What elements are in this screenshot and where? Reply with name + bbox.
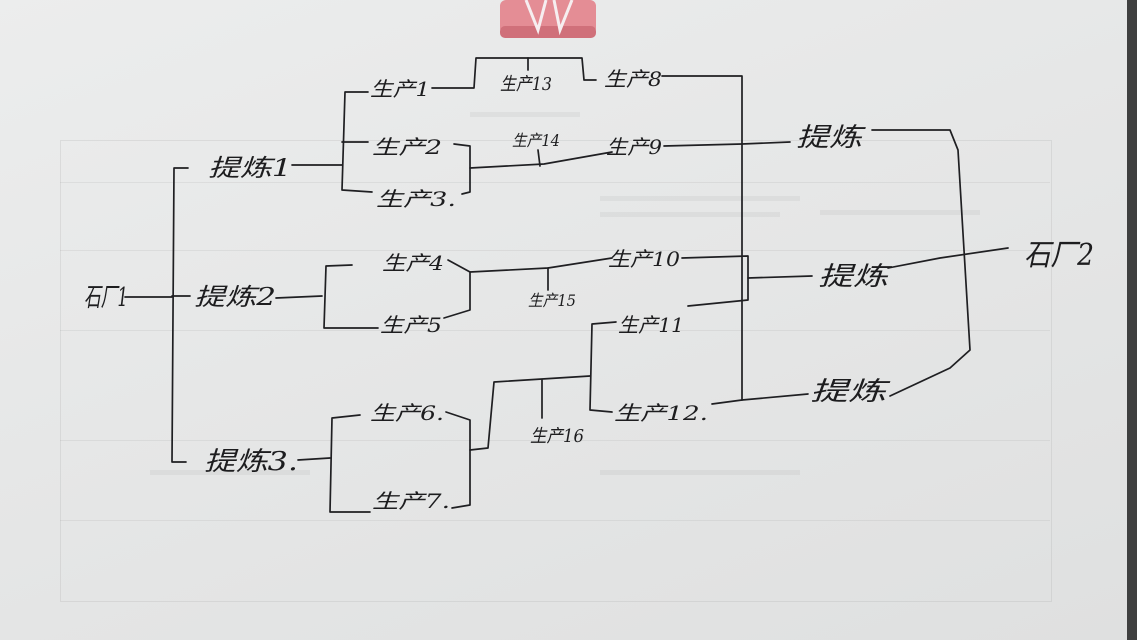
line-refine1-bracket — [341, 91, 373, 193]
label-p15: 生产15 — [528, 291, 576, 310]
label-p12: 生产12. — [614, 401, 708, 425]
label-refine-right-mid: 提炼 — [818, 262, 893, 292]
label-mine2: 石厂2 — [1024, 238, 1094, 273]
show-through-line — [60, 440, 1050, 441]
label-p1: 生产1 — [370, 77, 430, 101]
show-through-line — [60, 520, 1050, 521]
line-refine-trunk — [171, 167, 189, 463]
desk-edge — [1127, 0, 1137, 640]
label-p2: 生产2 — [372, 135, 442, 159]
label-p16: 生产16 — [530, 426, 584, 447]
label-refine-right-top: 提炼 — [796, 123, 867, 153]
line-p4-bracket — [443, 259, 471, 319]
label-mine1: 石厂1 — [84, 283, 128, 313]
line-to-p9 — [469, 151, 613, 169]
show-through-text — [150, 470, 310, 475]
labels: 石厂1 石厂2 提炼1 提炼2 提炼3. 提炼 提炼 提炼 生产1 生产2 生产… — [84, 67, 1094, 513]
line-p10-bus — [681, 255, 749, 307]
label-p11: 生产11 — [618, 313, 684, 337]
line-bus-refine-mid — [747, 275, 813, 279]
line-p14-tick — [537, 149, 541, 167]
label-refine1: 提炼1 — [208, 154, 292, 182]
line-p1-p13-p8 — [431, 57, 597, 89]
show-through-text — [600, 212, 780, 217]
line-to-p16 — [469, 375, 591, 451]
label-refine3: 提炼3. — [204, 447, 298, 477]
line-bus-refine-low — [741, 393, 809, 401]
line-refine-top-right — [871, 129, 971, 397]
show-through-text — [470, 112, 580, 117]
connector-lines — [124, 57, 1009, 513]
label-p14: 生产14 — [512, 131, 560, 150]
line-refine2-out — [275, 295, 323, 299]
binder-clip — [500, 0, 596, 38]
line-refine2-bracket — [323, 264, 379, 329]
label-p13: 生产13 — [500, 74, 552, 95]
show-through-text — [600, 470, 800, 475]
label-p4: 生产4 — [382, 251, 444, 275]
line-p6-bracket — [445, 411, 471, 509]
line-p9-bus — [663, 141, 791, 147]
label-refine-right-low: 提炼 — [810, 377, 892, 407]
label-refine2: 提炼2 — [194, 283, 276, 311]
label-p3: 生产3. — [376, 187, 456, 211]
show-through-line — [60, 250, 1050, 251]
label-p7: 生产7. — [372, 489, 450, 513]
show-through-line — [60, 330, 1050, 331]
label-p8: 生产8 — [604, 67, 662, 91]
show-through-line — [60, 182, 1050, 183]
label-p9: 生产9 — [606, 135, 662, 159]
line-refine-mid-mine2 — [887, 247, 1009, 269]
show-through-text — [600, 196, 800, 201]
label-p10: 生产10 — [608, 247, 680, 271]
line-p11-p12 — [589, 321, 617, 413]
line-p2-bracket — [453, 143, 471, 195]
show-through-text — [820, 210, 980, 215]
line-refine3-bracket — [329, 414, 371, 513]
line-refine3-out — [297, 457, 331, 461]
label-p6: 生产6. — [370, 401, 444, 425]
line-to-p10 — [469, 257, 613, 273]
label-p5: 生产5 — [380, 313, 442, 337]
line-p8-bus — [661, 75, 743, 405]
